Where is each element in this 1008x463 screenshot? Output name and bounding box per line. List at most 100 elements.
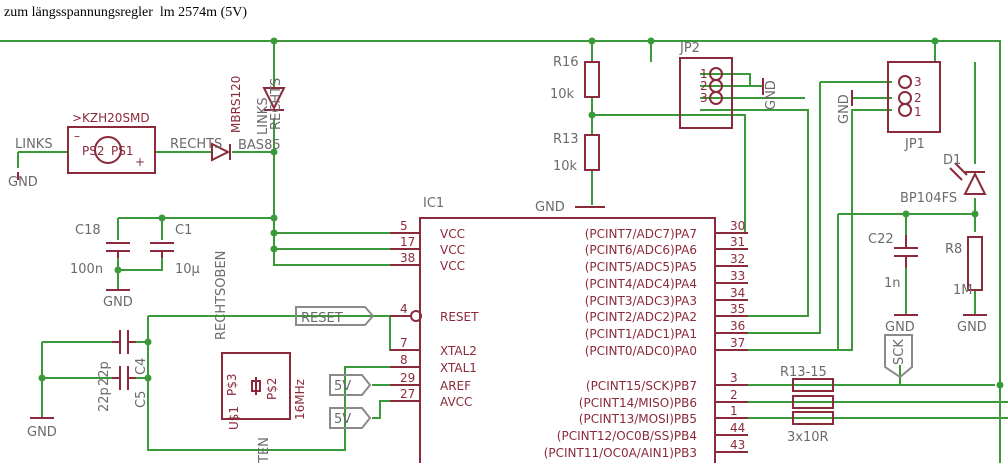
labels: R16 10k R13 10k GND JP2 1 2 3 GND JP1 3 … [8, 41, 987, 463]
jp1-name: JP1 [904, 137, 925, 152]
jp1-body [887, 61, 941, 133]
r13-15-body [792, 378, 834, 392]
junction [588, 37, 596, 45]
reset-inversion-bubble [410, 310, 422, 322]
junction [114, 266, 122, 274]
crystal-ps3: P$3 [225, 373, 239, 396]
ic1-pin-name: XTAL1 [440, 361, 477, 375]
ic1-pin-number: 33 [730, 269, 745, 283]
r16-name: R16 [553, 55, 579, 70]
ic1-pin-name: VCC [440, 227, 465, 241]
r13-15-body [792, 411, 834, 425]
junctions [38, 37, 1004, 389]
jp2-pin-label: 1 [700, 67, 708, 81]
junction [270, 229, 278, 237]
ic1-pin-name: (PCINT4/ADC4)PA4 [585, 277, 697, 291]
jp2-name: JP2 [679, 41, 700, 56]
wire-pa7 [592, 114, 746, 234]
ic1-pin-name: (PCINT14/MISO)PB6 [579, 396, 697, 410]
jp1-pin [898, 75, 912, 89]
gnd-label: GND [8, 175, 38, 190]
junction [270, 148, 278, 156]
ic1-pin-number: 17 [400, 235, 415, 249]
r8-value: 1M [953, 283, 973, 298]
gnd-label: GND [885, 320, 915, 335]
ic1-pin-number: 7 [400, 336, 408, 350]
sck-label-frame [884, 334, 913, 379]
kzh-element [94, 136, 122, 164]
mbrs120-label: MBRS120 [229, 76, 243, 133]
jp2-pin [709, 91, 723, 105]
c4-name: C4 [134, 358, 149, 375]
gnd-label: GND [27, 425, 57, 440]
junction [971, 210, 979, 218]
ic1-pin-number: 35 [730, 302, 745, 316]
junction [158, 214, 166, 222]
ic1-pin-name: (PCINT6/ADC6)PA6 [585, 243, 697, 257]
kzh-minus: – [74, 129, 80, 143]
r8-name: R8 [945, 242, 962, 257]
ic1-pin-name: (PCINT15/SCK)PB7 [586, 379, 697, 393]
d1-name: D1 [943, 153, 961, 168]
wire-xtal1 [147, 316, 420, 451]
gnd-label: GND [103, 295, 133, 310]
ic1-pin-number: 36 [730, 319, 745, 333]
junction [996, 381, 1004, 389]
c18-name: C18 [75, 223, 101, 238]
ic1-pin-number: 1 [730, 404, 738, 418]
ic1-right-pins: (PCINT7/ADC7)PA730(PCINT6/ADC6)PA631(PCI… [544, 219, 746, 460]
junction [647, 37, 655, 45]
kzh-ps2: PS2 [82, 144, 105, 158]
r16-value: 10k [550, 87, 575, 102]
jp1-pin [898, 91, 912, 105]
junction [588, 111, 596, 119]
jp2-pin-label: 3 [700, 91, 708, 105]
rechtsunten-label: TEN [257, 437, 272, 463]
junction [270, 37, 278, 45]
r13-body [584, 134, 600, 171]
gnd-label: GND [957, 320, 987, 335]
ic1-pin-number: 34 [730, 286, 745, 300]
junction [270, 245, 278, 253]
r13-15-name: R13-15 [780, 365, 827, 380]
ic1-pin-name: AVCC [440, 395, 472, 409]
5v-net-label: 5V [334, 379, 351, 394]
sck-net-label: SCK [892, 339, 907, 365]
jp1-gnd: GND [837, 94, 852, 124]
ic1-pin-name: VCC [440, 259, 465, 273]
d1-body [963, 171, 987, 195]
crystal-name: U$1 [227, 406, 241, 430]
ic1-pin-number: 2 [730, 388, 738, 402]
ic1-pin-number: 30 [730, 219, 745, 233]
gnd-label: GND [535, 200, 565, 215]
wire-xtal2 [148, 315, 420, 351]
kzh-name: >KZH20SMD [72, 111, 150, 125]
junction [144, 338, 152, 346]
5v-label-frame [329, 374, 372, 396]
c22-name: C22 [868, 232, 894, 247]
links-net-label: LINKS [256, 97, 271, 135]
ic1-pin-name: (PCINT7/ADC7)PA7 [585, 227, 697, 241]
c4-value: 22p [97, 361, 112, 386]
jp1-pin-label: 2 [914, 91, 922, 105]
ic1-right-stubs [715, 232, 748, 453]
c22-value: 1n [884, 276, 901, 291]
ic1-pin-number: 37 [730, 336, 745, 350]
junction [931, 37, 939, 45]
ic1-pin-number: 44 [730, 421, 745, 435]
wire-jp1-pa0 [715, 109, 892, 351]
jp1-pin [898, 103, 912, 117]
jp1-pin-label: 1 [914, 105, 922, 119]
c18-value: 100n [70, 262, 103, 277]
links-label: LINKS [15, 137, 53, 152]
c5-name: C5 [134, 391, 149, 408]
kzh-plus: + [135, 155, 145, 169]
wire-jp1-pa1 [715, 82, 821, 334]
ic1-body [419, 217, 716, 463]
wire-vcc38 [273, 233, 420, 266]
junction [270, 214, 278, 222]
r13-value: 10k [553, 159, 578, 174]
rechtsoben-label: RECHTSOBEN [214, 251, 229, 340]
c1-name: C1 [175, 223, 192, 238]
